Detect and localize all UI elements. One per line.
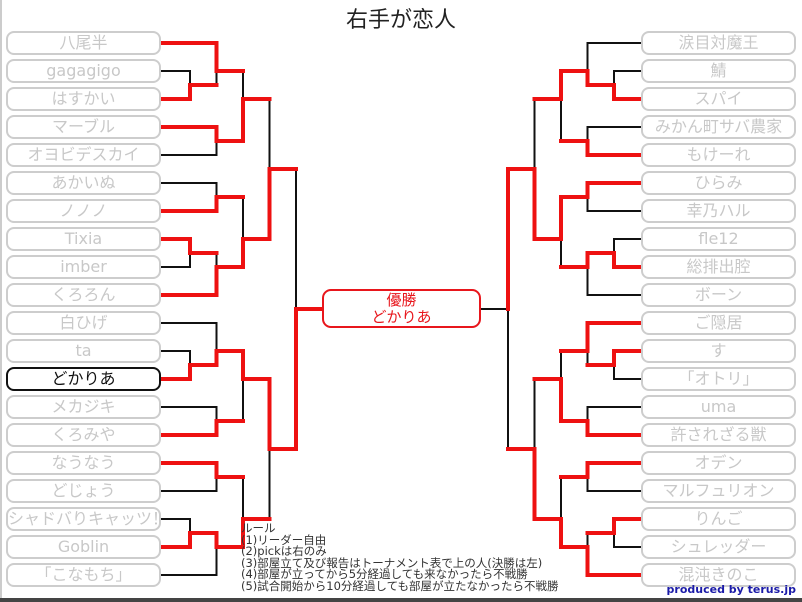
entry-right[interactable]: ボーン [641, 283, 796, 307]
entry-left[interactable]: gagagigo [6, 59, 161, 83]
entry-right[interactable]: シュレッダー [641, 535, 796, 559]
entry-left[interactable]: なうなう [6, 451, 161, 475]
entry-right[interactable]: ご隠居 [641, 311, 796, 335]
champion-name: どかりあ [371, 308, 432, 326]
entry-left[interactable]: くろみや [6, 423, 161, 447]
entry-left[interactable]: シャドバりキャッツ！ [6, 507, 161, 531]
entry-left[interactable]: くろろん [6, 283, 161, 307]
entry-left[interactable]: どじょう [6, 479, 161, 503]
entry-left[interactable]: メカジキ [6, 395, 161, 419]
entry-right[interactable]: 混沌きのこ [641, 563, 796, 587]
entry-right[interactable]: 涙目対魔王 [641, 31, 796, 55]
rule-item: (5)試合開始から10分経過しても部屋が立たなかったら不戦勝 [241, 578, 559, 593]
entry-left[interactable]: 八尾半 [6, 31, 161, 55]
entry-left[interactable]: あかいぬ [6, 171, 161, 195]
entry-left[interactable]: ta [6, 339, 161, 363]
entry-left[interactable]: Goblin [6, 535, 161, 559]
entry-right[interactable]: す [641, 339, 796, 363]
entry-right[interactable]: ひらみ [641, 171, 796, 195]
credit-link[interactable]: produced by terus.jp [666, 583, 796, 596]
entry-left[interactable]: ノノノ [6, 199, 161, 223]
entry-right[interactable]: みかん町サバ農家 [641, 115, 796, 139]
entry-right[interactable]: 総排出腔 [641, 255, 796, 279]
rules: ルール (1)リーダー自由 (2)pickは右のみ (3)部屋立て及び報告はトー… [241, 521, 559, 593]
entry-right[interactable]: 幸乃ハル [641, 199, 796, 223]
entry-right[interactable]: uma [641, 395, 796, 419]
entry-right[interactable]: 許されざる獣 [641, 423, 796, 447]
entry-right[interactable]: りんご [641, 507, 796, 531]
entry-left[interactable]: 「こなもち」 [6, 563, 161, 587]
page-title: 右手が恋人 [345, 8, 456, 33]
entry-right[interactable]: スパイ [641, 87, 796, 111]
rule-item: (1)リーダー自由 [241, 532, 327, 547]
rule-item: (4)部屋が立ってから5分経過しても来なかったら不戦勝 [241, 567, 528, 581]
rules-heading: ルール [241, 521, 276, 535]
entry-left[interactable]: オヨビデスカイ [6, 143, 161, 167]
entry-right[interactable]: マルフュリオン [641, 479, 796, 503]
entry-left[interactable]: imber [6, 255, 161, 279]
rule-item: (3)部屋立て及び報告はトーナメント表で上の人(決勝は左) [241, 555, 543, 570]
entry-left[interactable]: Tixia [6, 227, 161, 251]
champion-label: 優勝 [386, 291, 417, 309]
entry-right[interactable]: 「オトリ」 [641, 367, 796, 391]
entry-left[interactable]: どかりあ [6, 367, 161, 391]
entry-right[interactable]: もけーれ [641, 143, 796, 167]
entry-left[interactable]: マーブル [6, 115, 161, 139]
entry-left[interactable]: はすかい [6, 87, 161, 111]
entry-right[interactable]: 鯖 [641, 59, 796, 83]
champion-box: 優勝 どかりあ [322, 289, 481, 328]
entry-left[interactable]: 白ひげ [6, 311, 161, 335]
rule-item: (2)pickは右のみ [241, 544, 327, 558]
left-border [0, 0, 2, 602]
bottom-bar [0, 598, 802, 602]
entry-right[interactable]: オデン [641, 451, 796, 475]
entry-right[interactable]: fle12 [641, 227, 796, 251]
